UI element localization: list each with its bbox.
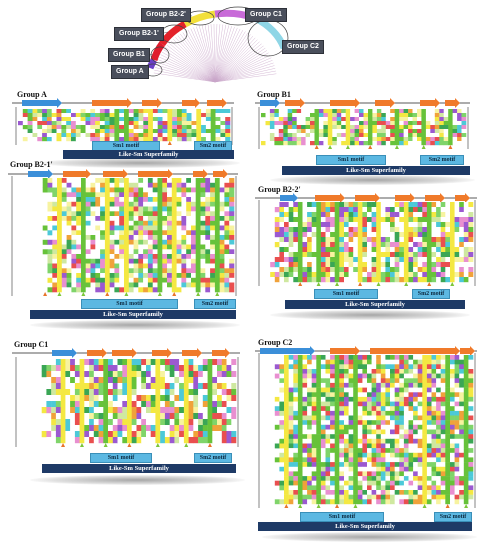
motif-sm1-c2: Sm1 motif <box>300 512 384 522</box>
panel-title-a: Group A <box>17 90 47 99</box>
arc-group-b21 <box>159 20 187 47</box>
alignment-panel-b21 <box>8 169 238 296</box>
superfamily-bar-a: Like-Sm Superfamily <box>63 150 234 159</box>
label-group-b21: Group B2-1' <box>114 27 164 41</box>
superfamily-bar-c1: Like-Sm Superfamily <box>42 464 236 473</box>
superfamily-bar-b1: Like-Sm Superfamily <box>282 166 470 175</box>
alignment-panel-b22 <box>255 193 477 286</box>
panel-title-c2: Group C2 <box>258 338 293 347</box>
shadow-a <box>40 158 240 168</box>
label-group-b22: Group B2-2' <box>141 8 191 22</box>
alignment-panel-c2 <box>255 346 477 508</box>
arc-group-b22 <box>183 10 216 28</box>
motif-sm2-b21: Sm2 motif <box>194 299 236 309</box>
superfamily-bar-b22: Like-Sm Superfamily <box>285 300 465 309</box>
panel-title-b22: Group B2-2' <box>258 185 301 194</box>
shadow-b1 <box>270 175 475 185</box>
motif-sm2-c1: Sm2 motif <box>194 453 232 463</box>
superfamily-bar-b21: Like-Sm Superfamily <box>30 310 236 319</box>
motif-sm2-c2: Sm2 motif <box>434 512 472 522</box>
panel-title-b21: Group B2-1' <box>10 160 53 169</box>
motif-sm1-c1: Sm1 motif <box>90 453 152 463</box>
panel-title-c1: Group C1 <box>14 340 49 349</box>
label-group-a: Group A <box>111 65 149 79</box>
alignment-panel-a <box>12 98 234 145</box>
motif-sm1-b22: Sm1 motif <box>314 289 378 299</box>
alignment-panel-c1 <box>12 348 240 447</box>
label-group-c1: Group C1 <box>245 8 287 22</box>
superfamily-bar-c2: Like-Sm Superfamily <box>258 522 472 531</box>
phylogenetic-tree <box>143 6 289 83</box>
shadow-c2 <box>262 532 477 542</box>
arc-group-b1 <box>150 41 165 62</box>
label-group-b1: Group B1 <box>108 48 150 62</box>
motif-sm2-b1: Sm2 motif <box>420 155 464 165</box>
label-group-c2: Group C2 <box>282 40 324 54</box>
shadow-b21 <box>30 320 240 330</box>
arc-group-c2 <box>253 14 288 50</box>
motif-sm1-b21: Sm1 motif <box>81 299 178 309</box>
shadow-c1 <box>30 475 245 485</box>
motif-sm1-b1: Sm1 motif <box>316 155 386 165</box>
panel-title-b1: Group B1 <box>257 90 291 99</box>
alignment-panel-b1 <box>255 98 470 149</box>
motif-sm2-b22: Sm2 motif <box>412 289 450 299</box>
shadow-b22 <box>270 310 470 320</box>
